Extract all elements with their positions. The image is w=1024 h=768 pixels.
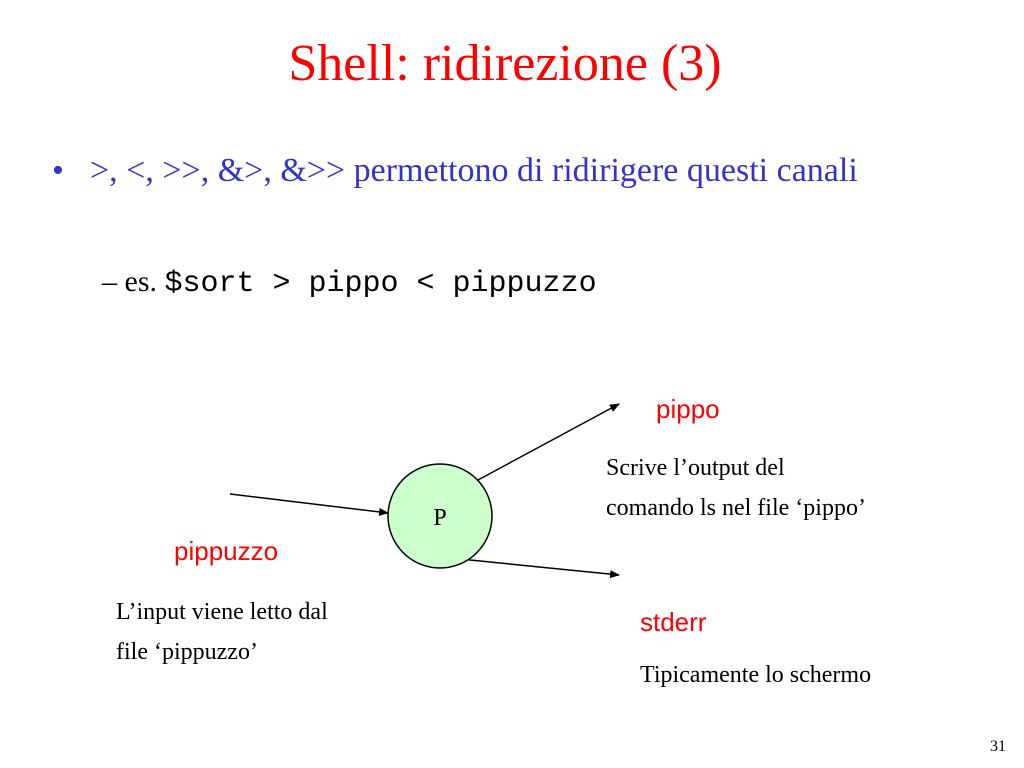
input-note-line2: file ‘pippuzzo’: [116, 639, 258, 665]
output-arrow: [477, 403, 620, 481]
bullet-operators: >, <, >>, &>, &>>: [90, 152, 346, 189]
bullet-description: permettono di ridirigere questi canali: [345, 152, 858, 189]
error-stream-label: stderr: [640, 607, 707, 637]
process-node: [387, 463, 493, 569]
process-label: P: [433, 505, 446, 531]
command-example: $sort > pippo < pippuzzo: [164, 267, 597, 301]
bullet-marker: •: [52, 152, 64, 189]
output-note-line2: comando ls nel file ‘pippo’: [606, 495, 866, 521]
page-number: 31: [990, 738, 1006, 755]
error-arrow: [459, 558, 620, 579]
output-file-label: pippo: [656, 394, 720, 424]
sub-bullet-item: – es. $sort > pippo < pippuzzo: [102, 262, 902, 304]
slide-title: Shell: ridirezione (3): [288, 35, 722, 92]
bullet-text: >, <, >>, &>, &>> permettono di ridirige…: [90, 150, 950, 192]
sub-bullet-prefix: es.: [124, 265, 165, 298]
input-arrow: [229, 493, 389, 516]
error-note: Tipicamente lo schermo: [640, 662, 872, 688]
input-file-label: pippuzzo: [174, 536, 279, 566]
output-note-line1: Scrive l’output del: [606, 455, 785, 481]
sub-bullet-dash: –: [102, 265, 117, 298]
input-note-line1: L’input viene letto dal: [116, 599, 328, 625]
